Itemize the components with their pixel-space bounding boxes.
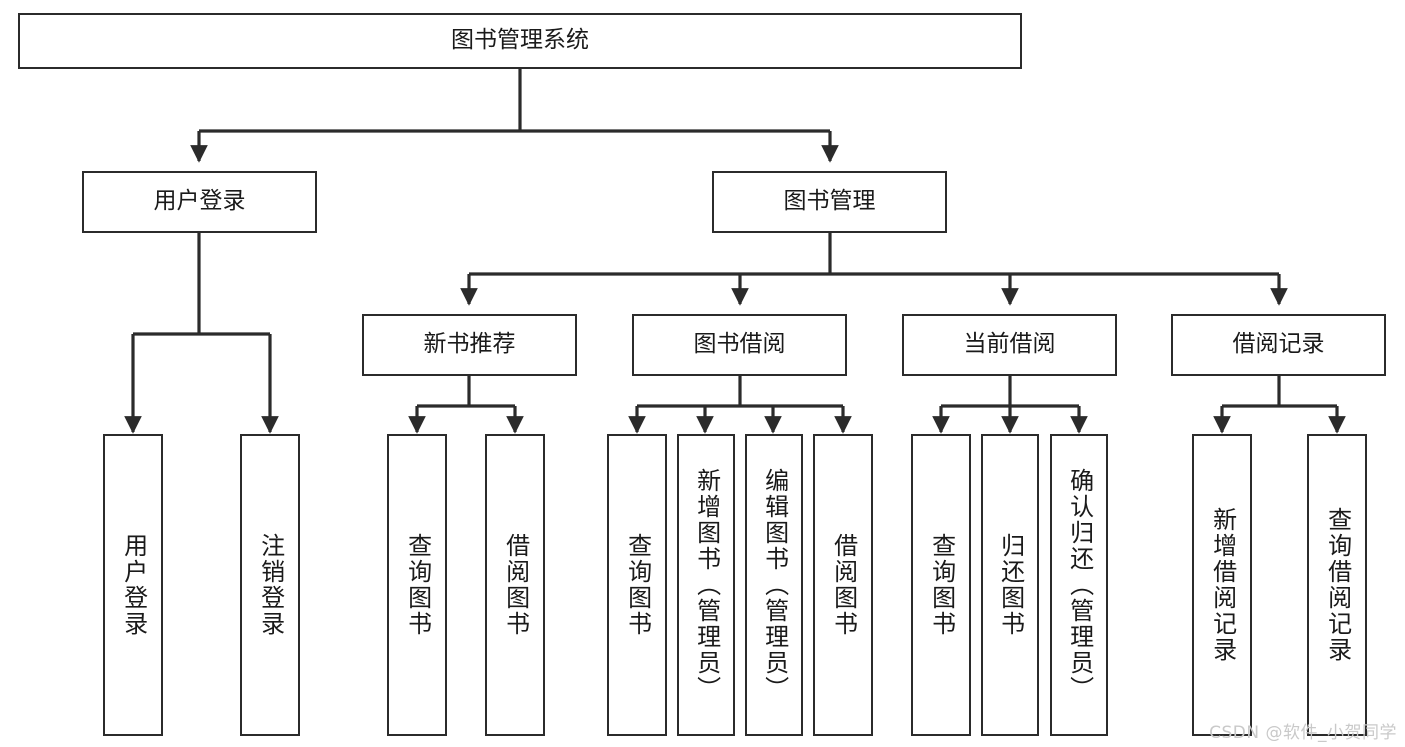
leaf-label: 借阅图书 [501,533,530,637]
leaf-label: 查询图书 [403,533,432,637]
leaf-label: 确认归还（管理员） [1065,468,1094,702]
leaf-book-borrow-query-book[interactable]: 查询图书 [607,434,667,736]
leaf-label: 注销登录 [256,533,285,637]
leaf-borrow-record-add-record[interactable]: 新增借阅记录 [1192,434,1252,736]
leaf-label: 新增借阅记录 [1208,507,1237,663]
leaf-label: 查询图书 [927,533,956,637]
leaf-book-borrow-add-book-admin[interactable]: 新增图书（管理员） [677,434,735,736]
leaf-user-login-login[interactable]: 用户登录 [103,434,163,736]
leaf-new-book-borrow-book[interactable]: 借阅图书 [485,434,545,736]
node-book-borrow[interactable]: 图书借阅 [632,314,847,376]
leaf-label: 编辑图书（管理员） [760,468,789,702]
leaf-label: 查询借阅记录 [1323,507,1352,663]
node-root-book-management-system[interactable]: 图书管理系统 [18,13,1022,69]
leaf-label: 新增图书（管理员） [692,468,721,702]
leaf-current-borrow-return-book[interactable]: 归还图书 [981,434,1039,736]
leaf-label: 归还图书 [996,533,1025,637]
node-book-management[interactable]: 图书管理 [712,171,947,233]
leaf-label: 用户登录 [119,533,148,637]
leaf-label: 查询图书 [623,533,652,637]
leaf-user-login-logout[interactable]: 注销登录 [240,434,300,736]
leaf-new-book-query-book[interactable]: 查询图书 [387,434,447,736]
leaf-borrow-record-query-record[interactable]: 查询借阅记录 [1307,434,1367,736]
csdn-watermark: CSDN @软件_小贺同学 [1209,723,1397,743]
node-user-login[interactable]: 用户登录 [82,171,317,233]
leaf-label: 借阅图书 [829,533,858,637]
node-current-borrow[interactable]: 当前借阅 [902,314,1117,376]
leaf-current-borrow-confirm-return-admin[interactable]: 确认归还（管理员） [1050,434,1108,736]
leaf-current-borrow-query-book[interactable]: 查询图书 [911,434,971,736]
node-new-book-recommend[interactable]: 新书推荐 [362,314,577,376]
node-borrow-record[interactable]: 借阅记录 [1171,314,1386,376]
leaf-book-borrow-borrow-book[interactable]: 借阅图书 [813,434,873,736]
leaf-book-borrow-edit-book-admin[interactable]: 编辑图书（管理员） [745,434,803,736]
